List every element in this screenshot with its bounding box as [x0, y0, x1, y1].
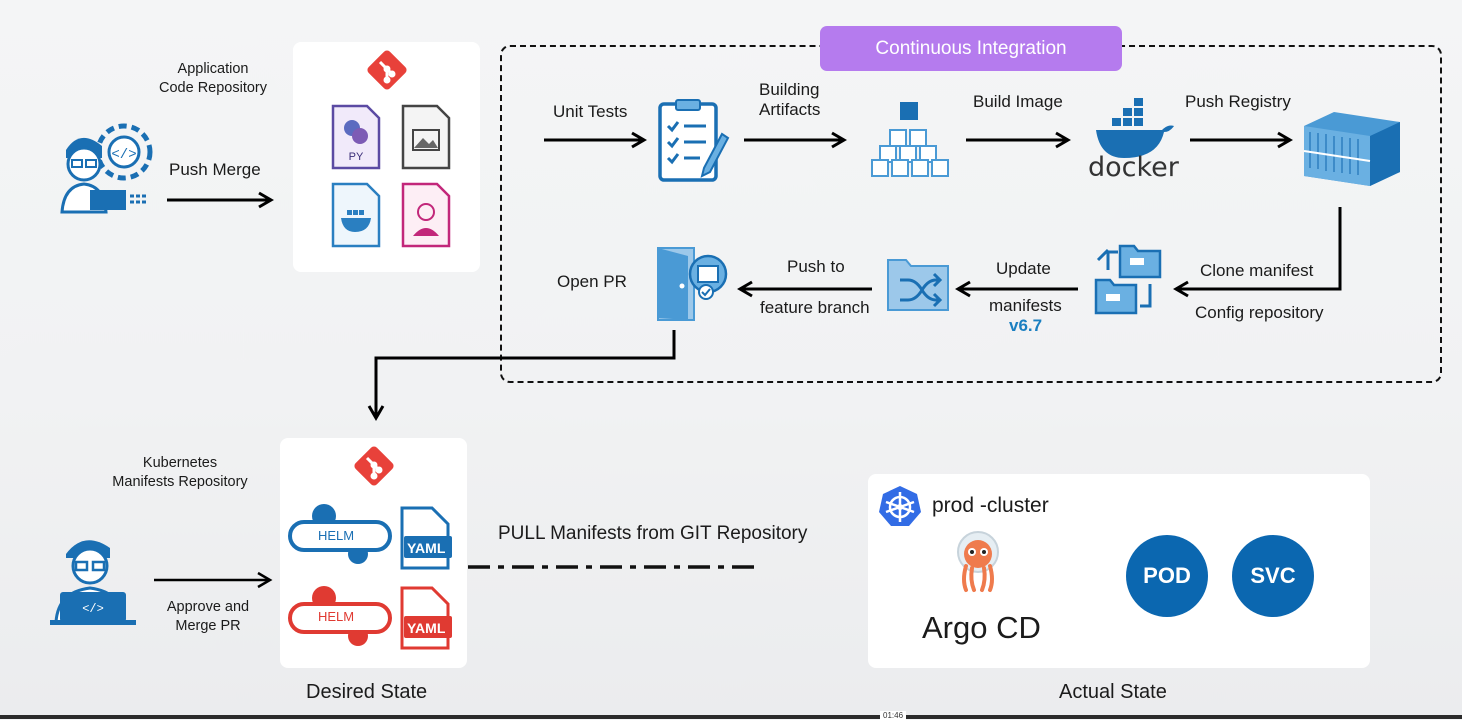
push-registry-arrow	[1190, 131, 1293, 149]
artifacts-cubes-icon	[871, 102, 949, 177]
yaml-blue-file-icon	[400, 506, 452, 570]
yaml-red-file-icon	[400, 586, 452, 650]
argo-cd-label: Argo CD	[922, 610, 1041, 645]
video-progress-bar[interactable]	[0, 715, 1462, 719]
build-artifacts-arrow	[744, 131, 847, 149]
desired-state-label: Desired State	[306, 681, 428, 703]
developer-laptop-icon: </>	[50, 540, 136, 625]
config-repository-label: Config repository	[1195, 303, 1324, 322]
pull-manifests-label: PULL Manifests from GIT Repository	[498, 523, 808, 544]
approve-merge-arrow	[154, 571, 273, 589]
config-repo-folder-icon	[1094, 244, 1162, 315]
clone-connector-arrow	[1173, 207, 1342, 298]
git-icon	[367, 50, 407, 90]
git-icon	[354, 446, 394, 486]
k8s-manifests-repo-label: Kubernetes Manifests Repository	[112, 455, 248, 490]
push-feature-arrow	[737, 280, 872, 298]
svg-text:PY: PY	[349, 151, 364, 163]
push-registry-label: Push Registry	[1185, 92, 1291, 111]
build-image-label: Build Image	[973, 92, 1063, 111]
docker-file-icon	[331, 182, 381, 248]
app-repo-label: Application Code Repository	[159, 61, 267, 96]
python-file-icon: PY	[331, 104, 381, 170]
building-artifacts-label: Building Artifacts	[759, 80, 821, 119]
k8s-manifests-repo-card: HELM YAML HELM YAML	[280, 438, 467, 668]
version-label: v6.7	[1009, 316, 1043, 335]
yaml-blue-label: YAML	[407, 540, 446, 556]
shuffle-folder-icon	[887, 259, 949, 311]
cluster-name: prod -cluster	[932, 494, 1049, 517]
feature-branch-label: feature branch	[760, 298, 870, 317]
prod-cluster-card: prod -cluster Argo CD POD SVC	[868, 474, 1370, 668]
docker-wordmark: docker	[1088, 152, 1179, 183]
pod-badge: POD	[1126, 535, 1208, 617]
helm-blue-icon	[288, 504, 392, 564]
user-file-icon	[401, 182, 451, 248]
push-merge-label: Push Merge	[169, 160, 261, 179]
build-image-arrow	[966, 131, 1071, 149]
clone-manifest-label: Clone manifest	[1200, 261, 1314, 280]
ci-title: Continuous Integration	[820, 26, 1122, 71]
kubernetes-icon	[879, 486, 921, 526]
push-to-label: Push to	[787, 257, 845, 276]
svg-text:</>: </>	[111, 147, 136, 163]
update-arrow	[955, 280, 1078, 298]
docker-whale-icon	[1096, 98, 1174, 158]
unit-tests-label: Unit Tests	[553, 102, 628, 121]
open-door-icon	[657, 247, 728, 321]
helm-blue-label: HELM	[318, 528, 355, 543]
image-file-icon	[401, 104, 451, 170]
video-timestamp: 01:46	[880, 711, 907, 720]
push-merge-arrow	[167, 191, 274, 209]
pull-dashed-line	[468, 565, 760, 569]
app-code-repo-card: PY	[293, 42, 480, 272]
pr-to-manifests-connector	[367, 330, 676, 421]
manifests-label: manifests	[989, 296, 1062, 315]
open-pr-label: Open PR	[557, 272, 627, 291]
unit-tests-arrow	[544, 131, 647, 149]
svg-text:</>: </>	[82, 602, 104, 616]
developer-icon: </>	[52, 116, 154, 216]
registry-containers-icon	[1303, 112, 1400, 186]
checklist-icon	[658, 99, 730, 182]
helm-red-icon	[288, 586, 392, 646]
approve-merge-label: Approve and Merge PR	[166, 599, 250, 634]
svc-badge: SVC	[1232, 535, 1314, 617]
actual-state-label: Actual State	[1059, 681, 1167, 703]
yaml-red-label: YAML	[407, 620, 446, 636]
helm-red-label: HELM	[318, 609, 355, 624]
argo-octopus-icon	[957, 531, 999, 592]
update-label: Update	[996, 259, 1051, 278]
